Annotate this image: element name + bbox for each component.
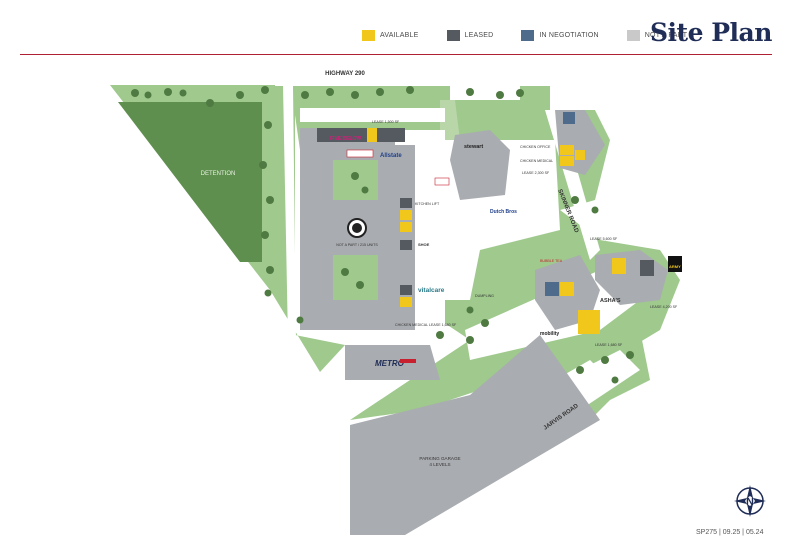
ne-unit-2 xyxy=(560,156,574,166)
legend-item-leased: LEASED xyxy=(446,30,494,41)
not-a-part-units: NOT A PART / 215 UNITS xyxy=(336,243,378,247)
east-label-lease-2: LEASE 4,200 SF xyxy=(650,305,678,309)
tenant-shoe: SHOE xyxy=(418,242,430,247)
lot-island-south xyxy=(333,255,378,300)
lease-label-north: LEASE 1,500 SF xyxy=(372,120,400,124)
tenant-stewart: stewart xyxy=(464,144,483,150)
metro-building xyxy=(345,345,440,380)
footer-code: SP275 | 09.25 | 05.24 xyxy=(696,529,764,536)
east-unit-army xyxy=(668,256,682,272)
center-pad xyxy=(450,130,510,200)
tenant-ashas: ASHA'S xyxy=(600,298,621,304)
tenant-army: ARMY xyxy=(669,264,681,269)
south-label-bubble: BUBBLE TEA xyxy=(540,259,563,263)
legend-item-not-a-part: NOT A PART xyxy=(626,30,688,41)
metro-stripe xyxy=(400,359,416,363)
swatch-available xyxy=(362,30,375,41)
tenant-badge-small-red xyxy=(434,177,450,186)
legend-label-not-a-part: NOT A PART xyxy=(644,32,688,39)
swatch-in-negotiation xyxy=(521,30,535,41)
ne-unit-1 xyxy=(560,145,574,155)
ne-label-lease: LEASE 2,300 SF xyxy=(522,171,550,175)
east-label-lease: LEASE 5,600 SF xyxy=(590,237,618,241)
ne-unit-4 xyxy=(563,112,575,124)
ne-label-medical: CHICKEN MEDICAL xyxy=(520,159,553,163)
compass-icon: N xyxy=(734,485,766,517)
south-unit-1 xyxy=(545,282,559,296)
tenant-dutch-bros: Dutch Bros xyxy=(490,209,517,215)
detention-area xyxy=(118,102,262,262)
legend: AVAILABLE LEASED IN NEGOTIATION NOT A PA… xyxy=(362,30,701,41)
garage-label-1: PARKING GARAGE xyxy=(419,456,460,461)
east-unit-2 xyxy=(640,260,654,276)
lot-island-north xyxy=(333,160,378,200)
legend-item-in-negotiation: IN NEGOTIATION xyxy=(521,30,599,41)
east-small-units xyxy=(400,198,412,307)
south-unit-3 xyxy=(578,310,600,334)
legend-label-in-negotiation: IN NEGOTIATION xyxy=(539,32,599,39)
tenant-mobility: mobility xyxy=(540,331,559,337)
header: AVAILABLE LEASED IN NEGOTIATION NOT A PA… xyxy=(0,0,789,58)
trees xyxy=(131,86,634,384)
compass-letter: N xyxy=(746,496,754,508)
detention-label: DETENTION xyxy=(201,171,236,177)
ne-label-office: CHICKEN OFFICE xyxy=(520,145,551,149)
compass: N xyxy=(732,483,768,524)
legend-item-available: AVAILABLE xyxy=(362,30,419,41)
highway-label: HIGHWAY 290 xyxy=(325,71,365,77)
tenant-badge-red xyxy=(346,149,374,158)
south-unit-2 xyxy=(560,282,574,296)
tenant-kitchen-lift: KITCHEN LIFT xyxy=(415,202,440,206)
legend-label-leased: LEASED xyxy=(464,32,494,39)
legend-label-available: AVAILABLE xyxy=(380,32,419,39)
swatch-leased xyxy=(446,30,460,41)
swatch-not-a-part xyxy=(626,30,640,41)
south-label-dumpling: DUMPLING xyxy=(475,294,494,298)
tenant-vitalcare: vitalcare xyxy=(418,287,445,294)
sign-circle-inner xyxy=(352,223,362,233)
tenant-allstate: Allstate xyxy=(380,153,402,159)
garage-label-2: 4 LEVELS xyxy=(429,462,450,467)
north-retail-strip xyxy=(317,128,405,142)
lease-label-east: CHICKEN MEDICAL LEASE 1,680 SF xyxy=(395,323,457,327)
south-label-lease: LEASE 1,680 SF xyxy=(595,343,623,347)
ne-unit-3 xyxy=(575,150,585,160)
tenant-metro: METRO xyxy=(375,359,405,368)
tenant-five-below: FIVE BELOW xyxy=(330,136,361,142)
header-rule xyxy=(20,54,772,55)
page-title: Site Plan xyxy=(650,18,772,47)
parking-garage xyxy=(350,335,600,535)
east-unit-1 xyxy=(612,258,626,274)
